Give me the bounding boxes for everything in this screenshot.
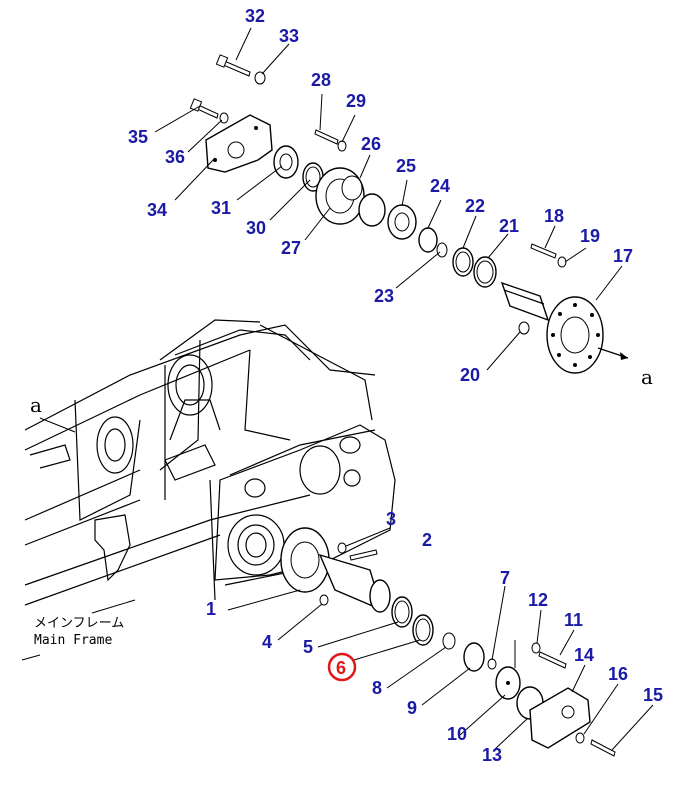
callout-24[interactable]: 24: [430, 176, 450, 196]
frame-label-en: Main Frame: [34, 633, 112, 648]
callout-28[interactable]: 28: [311, 70, 331, 90]
callout-34[interactable]: 34: [147, 200, 167, 220]
callout-18[interactable]: 18: [544, 206, 564, 226]
callout-21[interactable]: 21: [499, 216, 519, 236]
callout-36[interactable]: 36: [165, 147, 185, 167]
callout-11[interactable]: 11: [564, 610, 583, 630]
frame-label-jp: メインフレーム: [34, 616, 124, 631]
callout-3[interactable]: 3: [386, 509, 396, 529]
callout-12[interactable]: 12: [528, 590, 548, 610]
callout-19[interactable]: 19: [580, 226, 600, 246]
callout-30[interactable]: 30: [246, 218, 266, 238]
callout-23[interactable]: 23: [374, 286, 394, 306]
callout-35[interactable]: 35: [128, 127, 148, 147]
view-marker-left: a: [30, 393, 42, 417]
callout-29[interactable]: 29: [346, 91, 366, 111]
callout-9[interactable]: 9: [407, 698, 417, 718]
callout-25[interactable]: 25: [396, 156, 416, 176]
callout-33[interactable]: 33: [279, 26, 299, 46]
callout-7[interactable]: 7: [500, 568, 510, 588]
callout-26[interactable]: 26: [361, 134, 381, 154]
callout-2[interactable]: 2: [422, 530, 432, 550]
annotations: メインフレーム Main Frame a a: [30, 365, 653, 648]
callout-14[interactable]: 14: [574, 645, 594, 665]
callout-5[interactable]: 5: [303, 637, 313, 657]
callout-32[interactable]: 32: [245, 6, 265, 26]
callout-8[interactable]: 8: [372, 678, 382, 698]
callout-labels: 32 33 35 36 34 31 28 29 26 30 27 25 24 2…: [128, 6, 663, 765]
selected-part-ring: [327, 652, 357, 682]
callout-13[interactable]: 13: [482, 745, 502, 765]
lower-hub-group: [280, 527, 616, 757]
callout-15[interactable]: 15: [643, 685, 663, 705]
callout-31[interactable]: 31: [211, 198, 231, 218]
callout-20[interactable]: 20: [460, 365, 480, 385]
callout-17[interactable]: 17: [613, 246, 633, 266]
view-marker-left-leader: [39, 417, 76, 433]
upper-hub-group: [189, 54, 629, 374]
callout-1[interactable]: 1: [206, 599, 216, 619]
callout-10[interactable]: 10: [447, 724, 467, 744]
callout-27[interactable]: 27: [281, 238, 301, 258]
leader-lines: [154, 27, 654, 751]
view-marker-right: a: [641, 365, 653, 389]
callout-6[interactable]: 6: [336, 658, 346, 678]
callout-4[interactable]: 4: [262, 632, 272, 652]
callout-16[interactable]: 16: [608, 664, 628, 684]
callout-22[interactable]: 22: [465, 196, 485, 216]
